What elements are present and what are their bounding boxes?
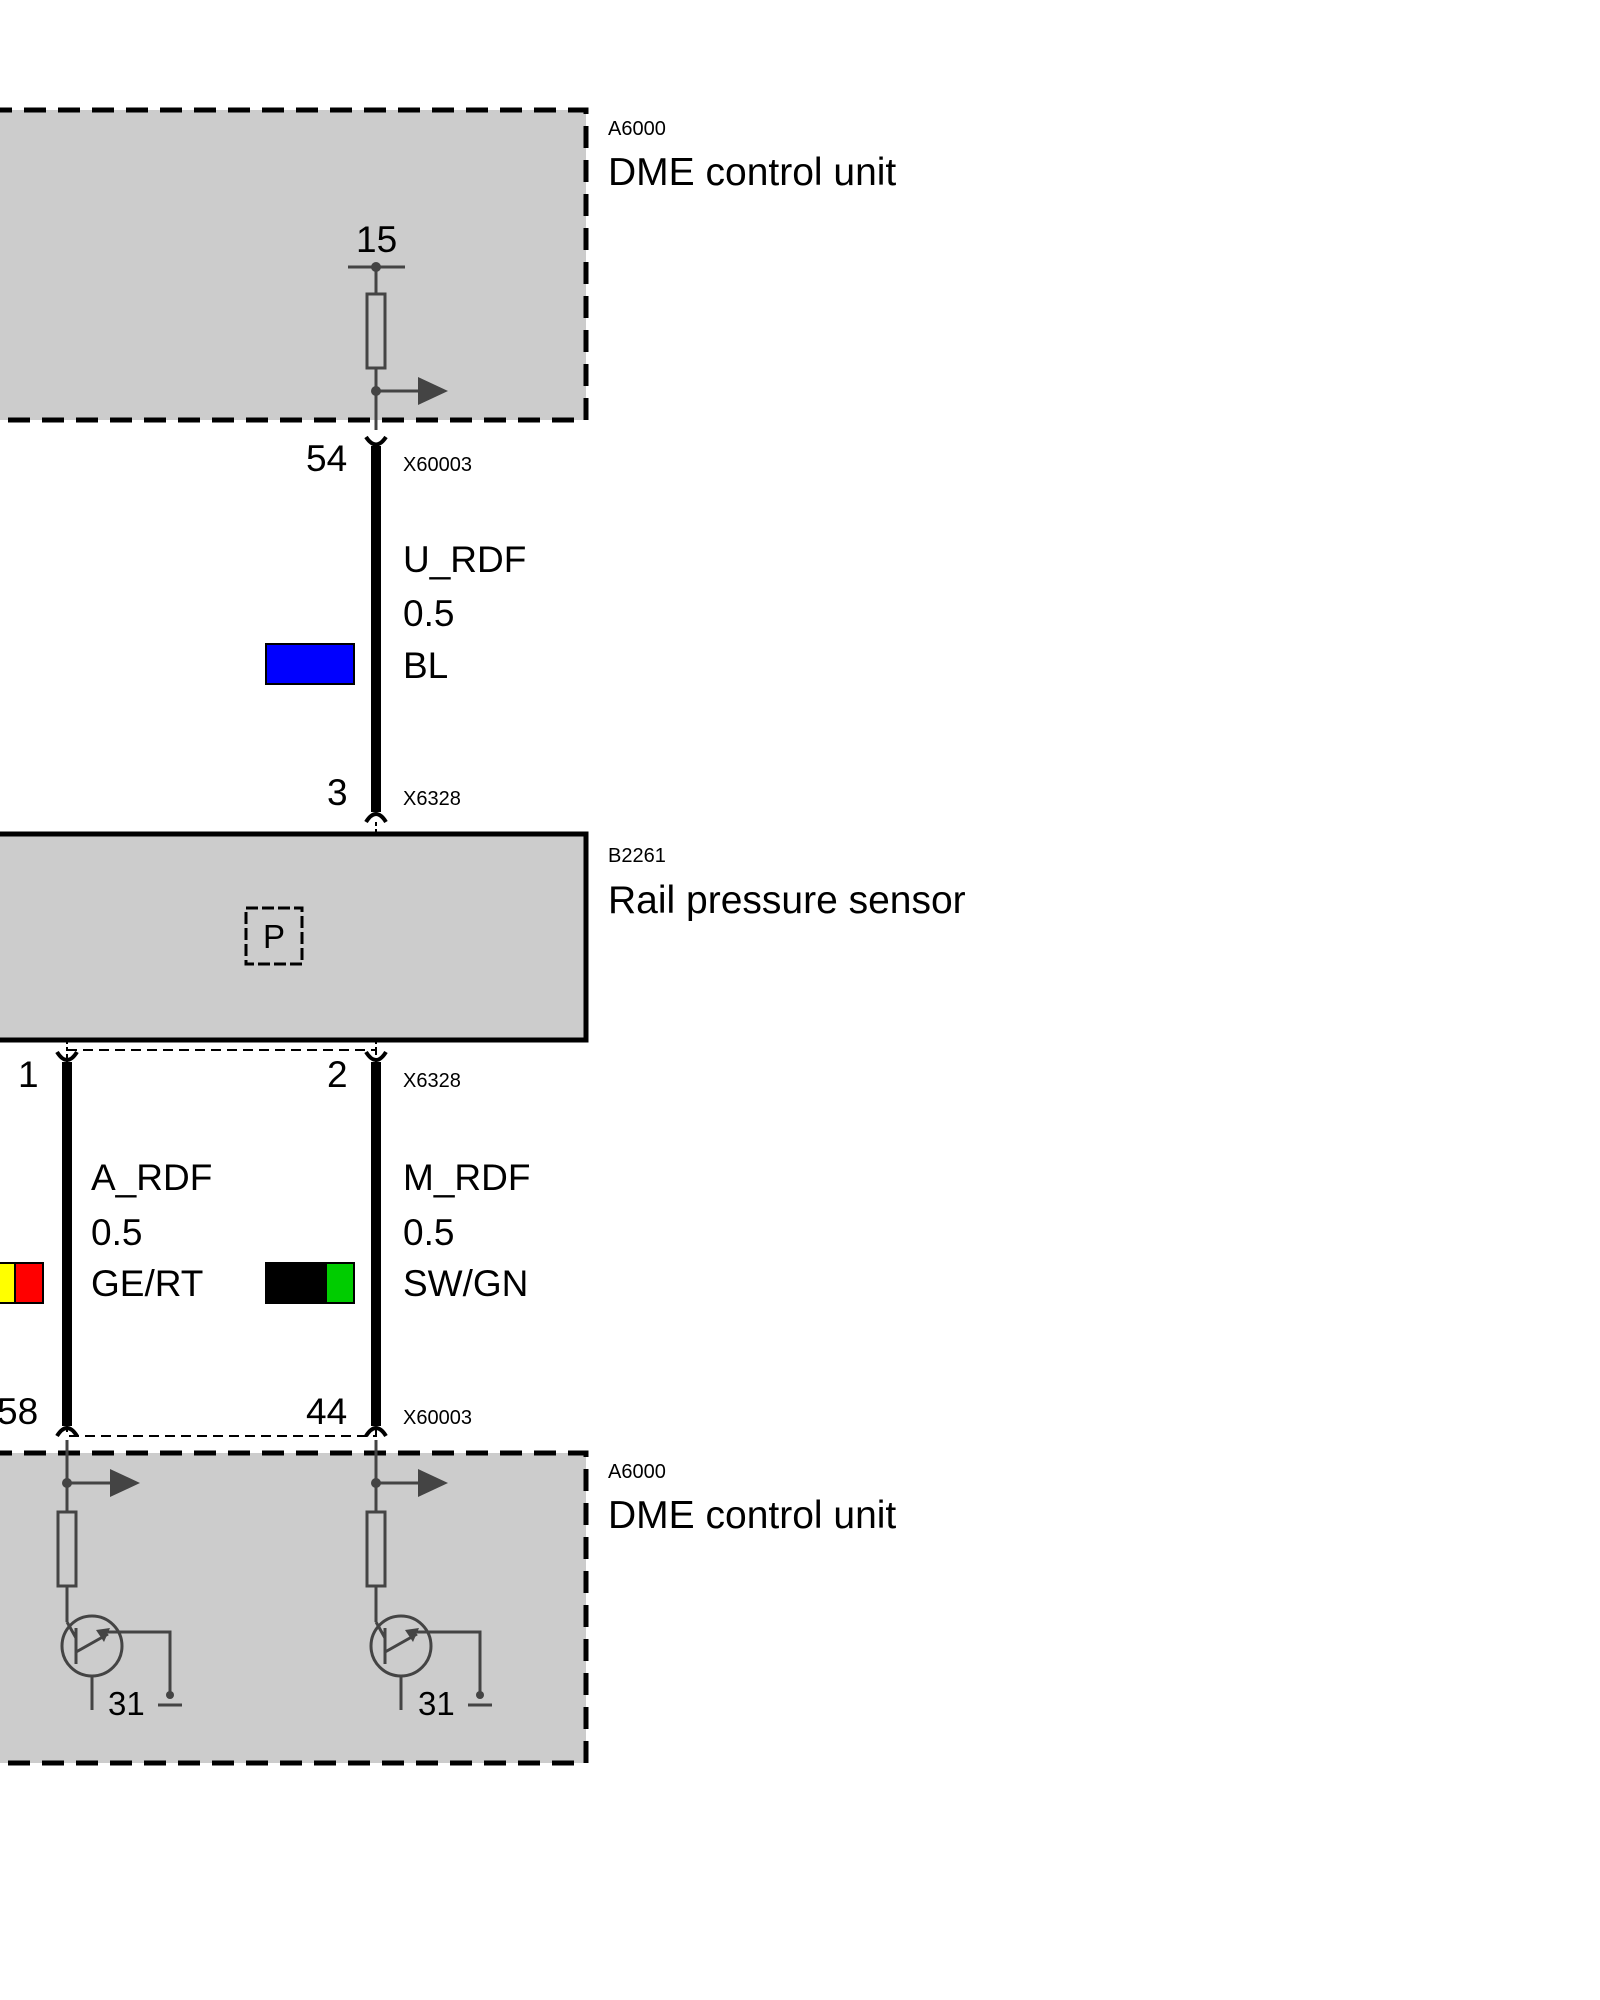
pin-54-label: 54 <box>306 438 347 479</box>
dme-bottom-code: A6000 <box>608 1461 666 1483</box>
signal-arrow-icon <box>418 377 448 405</box>
ground-left-node <box>166 1691 174 1699</box>
u-rdf-size-label: 0.5 <box>403 593 454 634</box>
dme-top-name: DME control unit <box>608 151 896 194</box>
connector-dome-dme-right <box>364 1426 388 1438</box>
dme-bottom-name: DME control unit <box>608 1494 896 1537</box>
m-rdf-size-label: 0.5 <box>403 1212 454 1253</box>
arrow-right-icon <box>110 1469 140 1497</box>
pressure-symbol-icon: P <box>263 918 285 955</box>
pin-3-label: 3 <box>327 772 348 813</box>
ground-right-node <box>476 1691 484 1699</box>
m-rdf-swatch-green <box>325 1262 355 1304</box>
connector-cup-top <box>364 435 388 447</box>
wire-m-rdf[interactable]: 2 X6328 M_RDF 0.5 SW/GN 44 X60003 <box>265 1040 530 1438</box>
u-rdf-signal-label: U_RDF <box>403 539 526 580</box>
transistor-left-arrow <box>96 1628 110 1642</box>
connector-x60003-bottom-label: X60003 <box>403 1407 472 1429</box>
m-rdf-signal-label: M_RDF <box>403 1157 530 1198</box>
pin-44-label: 44 <box>306 1391 347 1432</box>
a-rdf-swatch-red <box>14 1262 44 1304</box>
a-rdf-swatch-yellow <box>0 1262 16 1304</box>
dme-control-unit-bottom[interactable]: A6000 DME control unit 31 <box>0 1440 896 1766</box>
sensor-code: B2261 <box>608 845 666 867</box>
a-rdf-size-label: 0.5 <box>91 1212 142 1253</box>
transistor-left-collector <box>65 1621 78 1639</box>
rail-pressure-sensor[interactable]: P B2261 Rail pressure sensor <box>0 831 966 1043</box>
dme-control-unit-top[interactable]: A6000 DME control unit 15 <box>0 107 896 430</box>
m-rdf-color-label: SW/GN <box>403 1263 528 1304</box>
dme-bottom-box <box>0 1450 589 1766</box>
pin-1-label: 1 <box>18 1054 39 1095</box>
u-rdf-color-swatch <box>265 643 355 685</box>
m-rdf-color-swatch <box>265 1262 355 1304</box>
pressure-symbol-box <box>244 906 304 966</box>
dme-top-code: A6000 <box>608 118 666 140</box>
connector-x6328-top-label: X6328 <box>403 788 461 810</box>
u-rdf-color-label: BL <box>403 645 448 686</box>
pin-58-label: 58 <box>0 1391 38 1432</box>
ground-right-label: 31 <box>418 1685 455 1722</box>
connector-x60003-top-label: X60003 <box>403 454 472 476</box>
dme-top-box <box>0 107 589 423</box>
terminal-15-label: 15 <box>356 219 397 260</box>
a-rdf-color-label: GE/RT <box>91 1263 203 1304</box>
input-stage-right: 31 <box>365 1440 492 1722</box>
transistor-right-ground-wire <box>417 1630 482 1695</box>
connector-cup-sensor-right <box>364 1050 388 1062</box>
pin-2-label: 2 <box>327 1054 348 1095</box>
connector-dome-sensor-top <box>364 812 388 824</box>
transistor-right-collector <box>374 1621 387 1639</box>
connector-dome-dme-left <box>55 1426 79 1438</box>
ground-left-label: 31 <box>108 1685 145 1722</box>
arrow-right-icon <box>418 1469 448 1497</box>
u-rdf-swatch-fill <box>265 643 355 685</box>
a-rdf-color-swatch <box>0 1262 44 1304</box>
transistor-right-arrow <box>405 1628 419 1642</box>
sensor-name: Rail pressure sensor <box>608 879 966 922</box>
input-stage-left: 31 <box>56 1440 182 1722</box>
m-rdf-swatch-black <box>265 1262 327 1304</box>
connector-cup-sensor-left <box>55 1050 79 1062</box>
wire-u-rdf[interactable]: 54 X60003 U_RDF 0.5 BL 3 X6328 <box>265 435 526 834</box>
connector-x6328-bottom-label: X6328 <box>403 1070 461 1092</box>
sensor-box <box>0 831 589 1043</box>
a-rdf-signal-label: A_RDF <box>91 1157 212 1198</box>
wire-a-rdf[interactable]: 1 A_RDF 0.5 GE/RT 58 <box>0 1040 212 1438</box>
transistor-left-ground-wire <box>108 1630 172 1695</box>
